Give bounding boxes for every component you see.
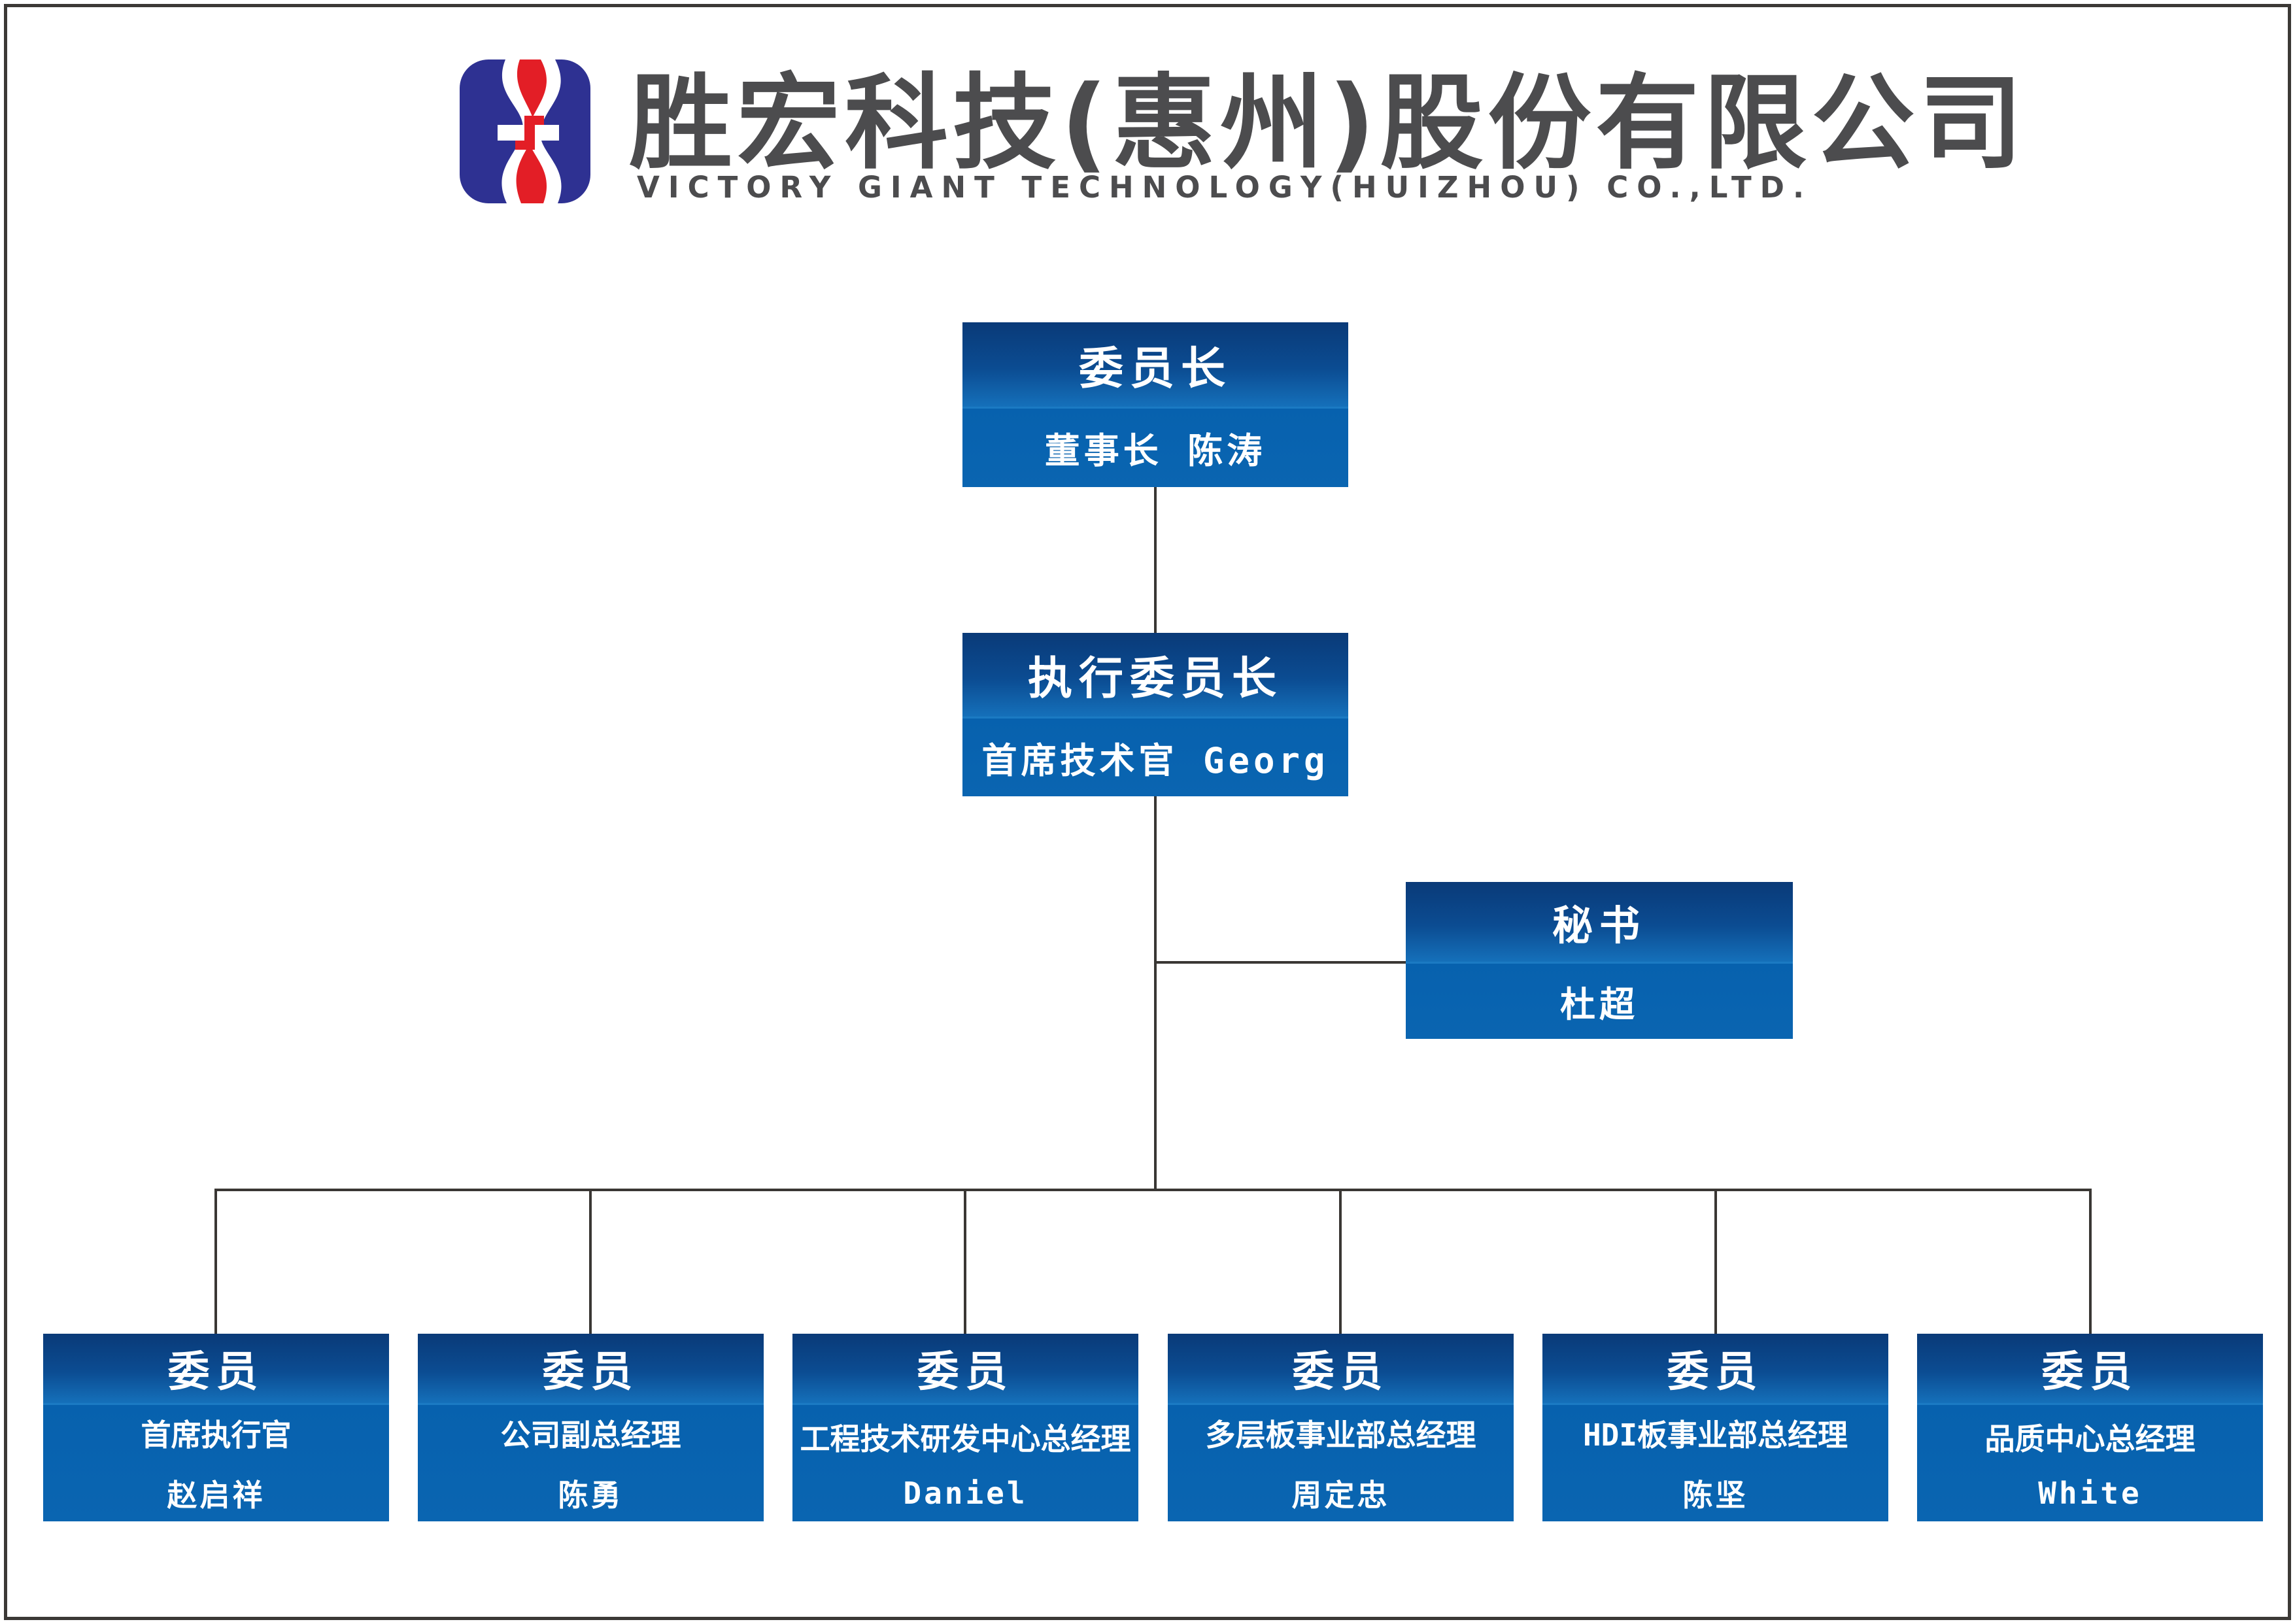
exec-body-section: 首席技术官 Georg bbox=[962, 718, 1348, 796]
member-title-section: 委员 bbox=[43, 1334, 389, 1406]
member-position: 品质中心总经理 bbox=[1984, 1421, 2196, 1457]
company-name-en: VICTORY GIANT TECHNOLOGY(HUIZHOU) CO.,LT… bbox=[637, 170, 1813, 205]
node-member-multilayer-gm: 委员 多层板事业部总经理 周定忠 bbox=[1168, 1334, 1514, 1521]
member-body-section: 多层板事业部总经理 周定忠 bbox=[1168, 1405, 1514, 1521]
company-logo-icon bbox=[460, 59, 590, 203]
connector-drop-member-4 bbox=[1339, 1191, 1342, 1334]
connector-drop-member-3 bbox=[964, 1191, 966, 1334]
node-member-hdi-gm: 委员 HDI板事业部总经理 陈坚 bbox=[1542, 1334, 1888, 1521]
node-member-rd-center-gm: 委员 工程技术研发中心总经理 Daniel bbox=[792, 1334, 1138, 1521]
exec-subtitle: 首席技术官 Georg bbox=[981, 739, 1329, 781]
secretary-body-section: 杜超 bbox=[1406, 964, 1793, 1039]
member-name: Daniel bbox=[903, 1476, 1028, 1512]
connector-to-secretary bbox=[1155, 961, 1406, 964]
member-name: 陈坚 bbox=[1682, 1478, 1748, 1514]
member-body-section: 公司副总经理 陈勇 bbox=[418, 1405, 764, 1521]
member-position: HDI板事业部总经理 bbox=[1582, 1417, 1848, 1453]
node-member-quality-gm: 委员 品质中心总经理 White bbox=[1917, 1334, 2263, 1521]
member-body-section: 工程技术研发中心总经理 Daniel bbox=[792, 1405, 1138, 1521]
chairman-body-section: 董事长 陈涛 bbox=[962, 408, 1348, 487]
member-position: 工程技术研发中心总经理 bbox=[800, 1421, 1131, 1457]
exec-title: 执行委员长 bbox=[1027, 653, 1283, 705]
member-title: 委员 bbox=[1292, 1348, 1389, 1397]
member-name: 赵启祥 bbox=[167, 1478, 265, 1514]
member-title-section: 委员 bbox=[1168, 1334, 1514, 1406]
member-title: 委员 bbox=[167, 1348, 265, 1397]
secretary-title-section: 秘书 bbox=[1406, 882, 1793, 964]
node-executive-chairman: 执行委员长 首席技术官 Georg bbox=[962, 633, 1348, 796]
connector-drop-member-1 bbox=[214, 1191, 217, 1334]
member-title: 委员 bbox=[1667, 1348, 1764, 1397]
member-body-section: HDI板事业部总经理 陈坚 bbox=[1542, 1405, 1888, 1521]
member-title-section: 委员 bbox=[1542, 1334, 1888, 1406]
member-name: 陈勇 bbox=[558, 1478, 624, 1514]
node-member-ceo: 委员 首席执行官 赵启祥 bbox=[43, 1334, 389, 1521]
chairman-title-section: 委员长 bbox=[962, 322, 1348, 409]
member-title: 委员 bbox=[542, 1348, 639, 1397]
member-name: White bbox=[2038, 1476, 2142, 1512]
member-title-section: 委员 bbox=[418, 1334, 764, 1406]
member-body-section: 品质中心总经理 White bbox=[1917, 1405, 2263, 1521]
chairman-title: 委员长 bbox=[1078, 343, 1232, 395]
connector-exec-trunk bbox=[1154, 796, 1157, 1191]
member-body-section: 首席执行官 赵启祥 bbox=[43, 1405, 389, 1521]
company-name-cn: 胜宏科技(惠州)股份有限公司 bbox=[629, 63, 2028, 184]
secretary-title: 秘书 bbox=[1552, 902, 1646, 950]
exec-title-section: 执行委员长 bbox=[962, 633, 1348, 719]
member-title-section: 委员 bbox=[1917, 1334, 2263, 1406]
member-position: 多层板事业部总经理 bbox=[1205, 1417, 1476, 1453]
connector-chairman-to-exec bbox=[1154, 487, 1157, 633]
member-position: 公司副总经理 bbox=[500, 1417, 681, 1453]
node-secretary: 秘书 杜超 bbox=[1406, 882, 1793, 1039]
member-title-section: 委员 bbox=[792, 1334, 1138, 1406]
node-chairman: 委员长 董事长 陈涛 bbox=[962, 322, 1348, 487]
secretary-subtitle: 杜超 bbox=[1560, 984, 1639, 1026]
connector-drop-member-5 bbox=[1714, 1191, 1717, 1334]
connector-drop-member-2 bbox=[589, 1191, 592, 1334]
chairman-subtitle: 董事长 陈涛 bbox=[1044, 430, 1266, 472]
member-title: 委员 bbox=[917, 1348, 1014, 1397]
connector-members-bus bbox=[214, 1189, 2092, 1191]
member-position: 首席执行官 bbox=[141, 1417, 292, 1453]
node-member-deputy-gm: 委员 公司副总经理 陈勇 bbox=[418, 1334, 764, 1521]
member-title: 委员 bbox=[2041, 1348, 2139, 1397]
connector-drop-member-6 bbox=[2089, 1191, 2092, 1334]
member-name: 周定忠 bbox=[1291, 1478, 1390, 1514]
